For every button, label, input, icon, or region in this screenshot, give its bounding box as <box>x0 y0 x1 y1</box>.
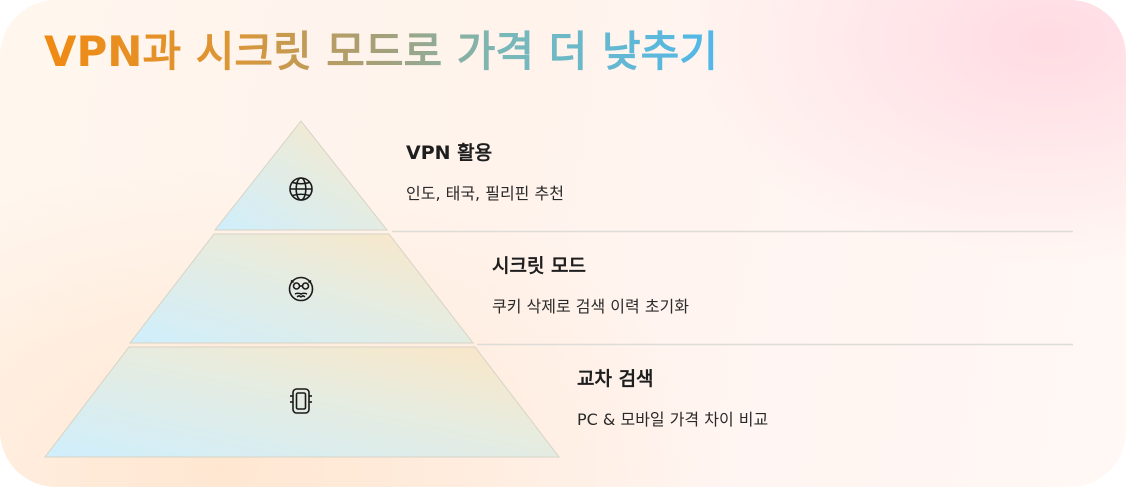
level-3-title: 교차 검색 <box>577 368 654 390</box>
pyramid-level-2 <box>128 233 475 344</box>
level-2-description: 쿠키 삭제로 검색 이력 초기화 <box>492 297 689 316</box>
page-title: VPN과 시크릿 모드로 가격 더 낮추기 <box>44 24 718 80</box>
device-icon <box>290 388 312 414</box>
pyramid-level-3 <box>43 346 561 458</box>
incognito-icon <box>288 276 314 302</box>
level-2-title: 시크릿 모드 <box>492 255 587 277</box>
level-1-description: 인도, 태국, 필리핀 추천 <box>406 184 564 203</box>
level-3-description: PC & 모바일 가격 차이 비교 <box>577 410 769 429</box>
pyramid-level-1 <box>213 120 389 231</box>
globe-icon <box>289 177 313 201</box>
level-1-title: VPN 활용 <box>406 142 493 164</box>
